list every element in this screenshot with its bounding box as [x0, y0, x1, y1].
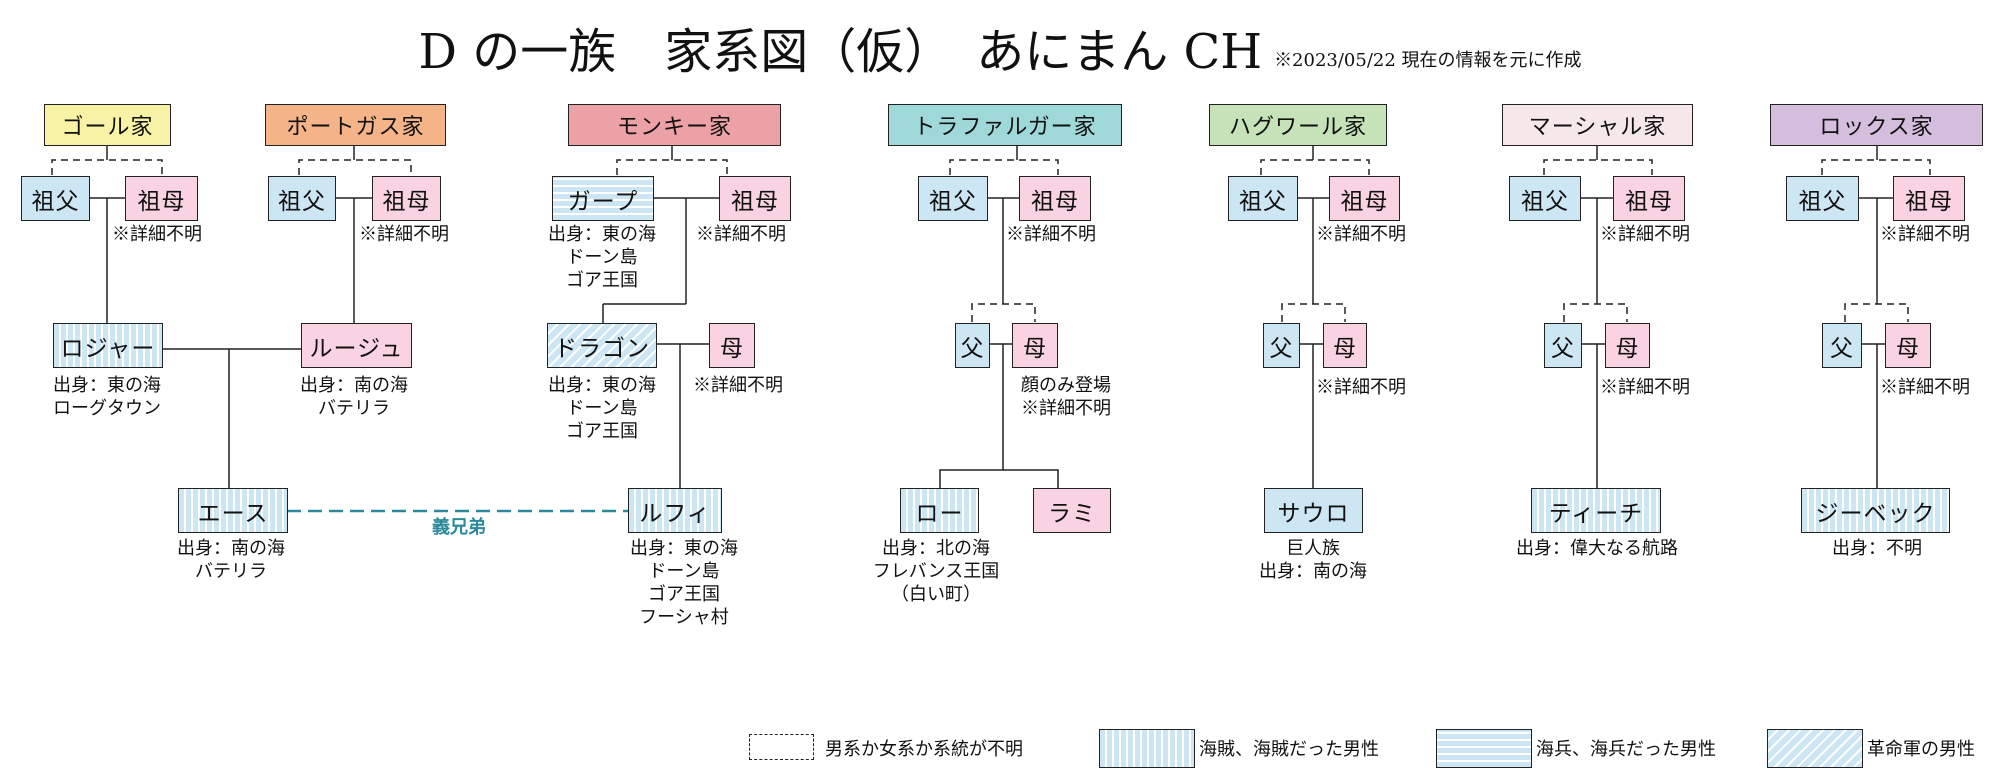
- marshall-mother-note: ※詳細不明: [1600, 377, 1690, 398]
- house-marshall: マーシャル家: [1502, 104, 1693, 146]
- luffy: ルフィ: [628, 488, 722, 533]
- rocks-grandmother: 祖母: [1893, 176, 1965, 221]
- house-rocks: ロックス家: [1770, 104, 1983, 146]
- house-gol: ゴール家: [44, 104, 171, 146]
- saul: サウロ: [1264, 488, 1363, 533]
- zbeck: ジーベック: [1801, 488, 1950, 533]
- marshall-mother: 母: [1605, 323, 1650, 368]
- hagwar-grandmother-note: ※詳細不明: [1316, 224, 1406, 245]
- trafalgar-grandfather: 祖父: [918, 176, 988, 221]
- gol-grandmother: 祖母: [125, 176, 198, 221]
- law-note: 出身：北の海 フレバンス王国 （白い町）: [872, 538, 1000, 605]
- trafalgar-grandmother: 祖母: [1019, 176, 1091, 221]
- rouge-note: 出身：南の海 バテリラ: [300, 375, 408, 419]
- portgas-grandfather: 祖父: [268, 176, 336, 221]
- rocks-mother-note: ※詳細不明: [1880, 377, 1970, 398]
- rocks-grandmother-note: ※詳細不明: [1880, 224, 1970, 245]
- gol-grandmother-note: ※詳細不明: [112, 224, 202, 245]
- roger-note: 出身：東の海 ローグタウン: [53, 375, 161, 419]
- garp: ガープ: [552, 176, 654, 221]
- portgas-grandmother-note: ※詳細不明: [359, 224, 449, 245]
- roger: ロジャー: [53, 323, 163, 368]
- monkey-grandmother-note: ※詳細不明: [696, 224, 786, 245]
- trafalgar-mother: 母: [1012, 323, 1058, 368]
- marshall-grandfather: 祖父: [1509, 176, 1581, 221]
- dragon-note: 出身：東の海 ドーン島 ゴア王国: [548, 375, 656, 442]
- house-monkey: モンキー家: [568, 104, 781, 146]
- legend-revolutionary-label: 革命軍の男性: [1867, 739, 1975, 760]
- title-note: ※2023/05/22 現在の情報を元に作成: [1274, 50, 1582, 71]
- legend-revolutionary-swatch: [1767, 729, 1863, 768]
- hagwar-grandfather: 祖父: [1228, 176, 1298, 221]
- monkey-mother: 母: [709, 323, 755, 368]
- law: ロー: [900, 488, 979, 533]
- legend-marine-swatch: [1436, 729, 1532, 768]
- legend-unknown-lineage-swatch: [749, 734, 814, 760]
- hagwar-mother: 母: [1323, 323, 1367, 368]
- hagwar-father: 父: [1263, 323, 1300, 368]
- garp-note: 出身：東の海 ドーン島 ゴア王国: [548, 224, 656, 291]
- marshall-grandmother: 祖母: [1613, 176, 1685, 221]
- monkey-grandmother: 祖母: [719, 176, 791, 221]
- legend-unknown-lineage-label: 男系か女系か系統が不明: [825, 739, 1023, 760]
- teach-note: 出身：偉大なる航路: [1516, 538, 1678, 559]
- dragon: ドラゴン: [547, 323, 657, 368]
- ace: エース: [178, 488, 288, 533]
- gol-grandfather: 祖父: [21, 176, 90, 221]
- lami: ラミ: [1033, 488, 1111, 533]
- house-hagwar: ハグワール家: [1209, 104, 1387, 146]
- marshall-grandmother-note: ※詳細不明: [1600, 224, 1690, 245]
- legend-pirate-label: 海賊、海賊だった男性: [1199, 739, 1379, 760]
- monkey-mother-note: ※詳細不明: [693, 375, 783, 396]
- marshall-father: 父: [1544, 323, 1582, 368]
- trafalgar-father: 父: [955, 323, 990, 368]
- page-title: D の一族 家系図（仮） あにまん CH ※2023/05/22 現在の情報を元…: [0, 12, 2000, 82]
- luffy-note: 出身：東の海 ドーン島 ゴア王国 フーシャ村: [630, 538, 738, 628]
- rocks-father: 父: [1822, 323, 1862, 368]
- teach: ティーチ: [1531, 488, 1661, 533]
- saul-note: 巨人族 出身：南の海: [1259, 538, 1367, 582]
- legend-pirate-swatch: [1099, 729, 1195, 768]
- rouge: ルージュ: [301, 323, 412, 368]
- trafalgar-mother-note: 顔のみ登場 ※詳細不明: [1021, 375, 1111, 419]
- rocks-mother: 母: [1885, 323, 1931, 368]
- rocks-grandfather: 祖父: [1786, 176, 1859, 221]
- sworn-brother-label: 義兄弟: [432, 517, 486, 538]
- house-portgas: ポートガス家: [265, 104, 446, 146]
- hagwar-mother-note: ※詳細不明: [1316, 377, 1406, 398]
- title-main: D の一族 家系図（仮） あにまん CH: [418, 24, 1263, 80]
- zbeck-note: 出身：不明: [1832, 538, 1922, 559]
- house-trafalgar: トラファルガー家: [888, 104, 1122, 146]
- trafalgar-grandmother-note: ※詳細不明: [1006, 224, 1096, 245]
- portgas-grandmother: 祖母: [372, 176, 441, 221]
- ace-note: 出身：南の海 バテリラ: [177, 538, 285, 582]
- hagwar-grandmother: 祖母: [1329, 176, 1400, 221]
- legend-marine-label: 海兵、海兵だった男性: [1536, 739, 1716, 760]
